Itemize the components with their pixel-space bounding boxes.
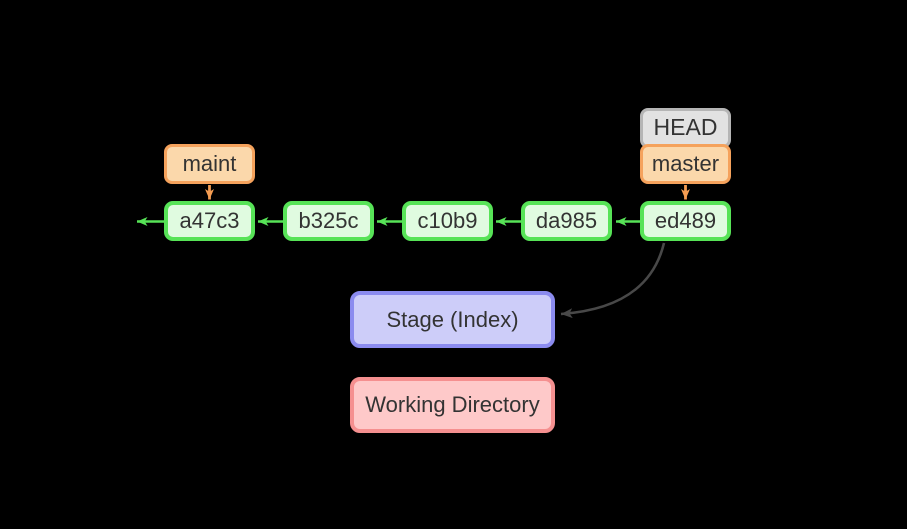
commit-label: ed489	[654, 208, 717, 233]
stage-index-label: Stage (Index)	[386, 306, 519, 332]
commit-node-da985: da985	[521, 201, 612, 241]
stage-index-box: Stage (Index)	[350, 291, 555, 348]
branch-master-box: master	[640, 144, 731, 184]
branch-maint-box: maint	[164, 144, 255, 184]
commit-node-a47c3: a47c3	[164, 201, 255, 241]
working-directory-box: Working Directory	[350, 377, 555, 433]
commit-label: a47c3	[179, 208, 240, 233]
commit-to-stage-arrow	[560, 242, 666, 319]
branch-maint-label: maint	[182, 151, 237, 176]
commit-label: c10b9	[417, 208, 478, 233]
working-directory-label: Working Directory	[365, 392, 540, 417]
commit-node-ed489: ed489	[640, 201, 731, 241]
commit-node-c10b9: c10b9	[402, 201, 493, 241]
head-tag-box: HEAD	[640, 108, 731, 148]
commit-label: da985	[535, 208, 598, 233]
head-tag-label: HEAD	[653, 114, 718, 140]
commit-node-b325c: b325c	[283, 201, 374, 241]
commit-label: b325c	[298, 208, 359, 233]
branch-master-label: master	[651, 151, 720, 176]
